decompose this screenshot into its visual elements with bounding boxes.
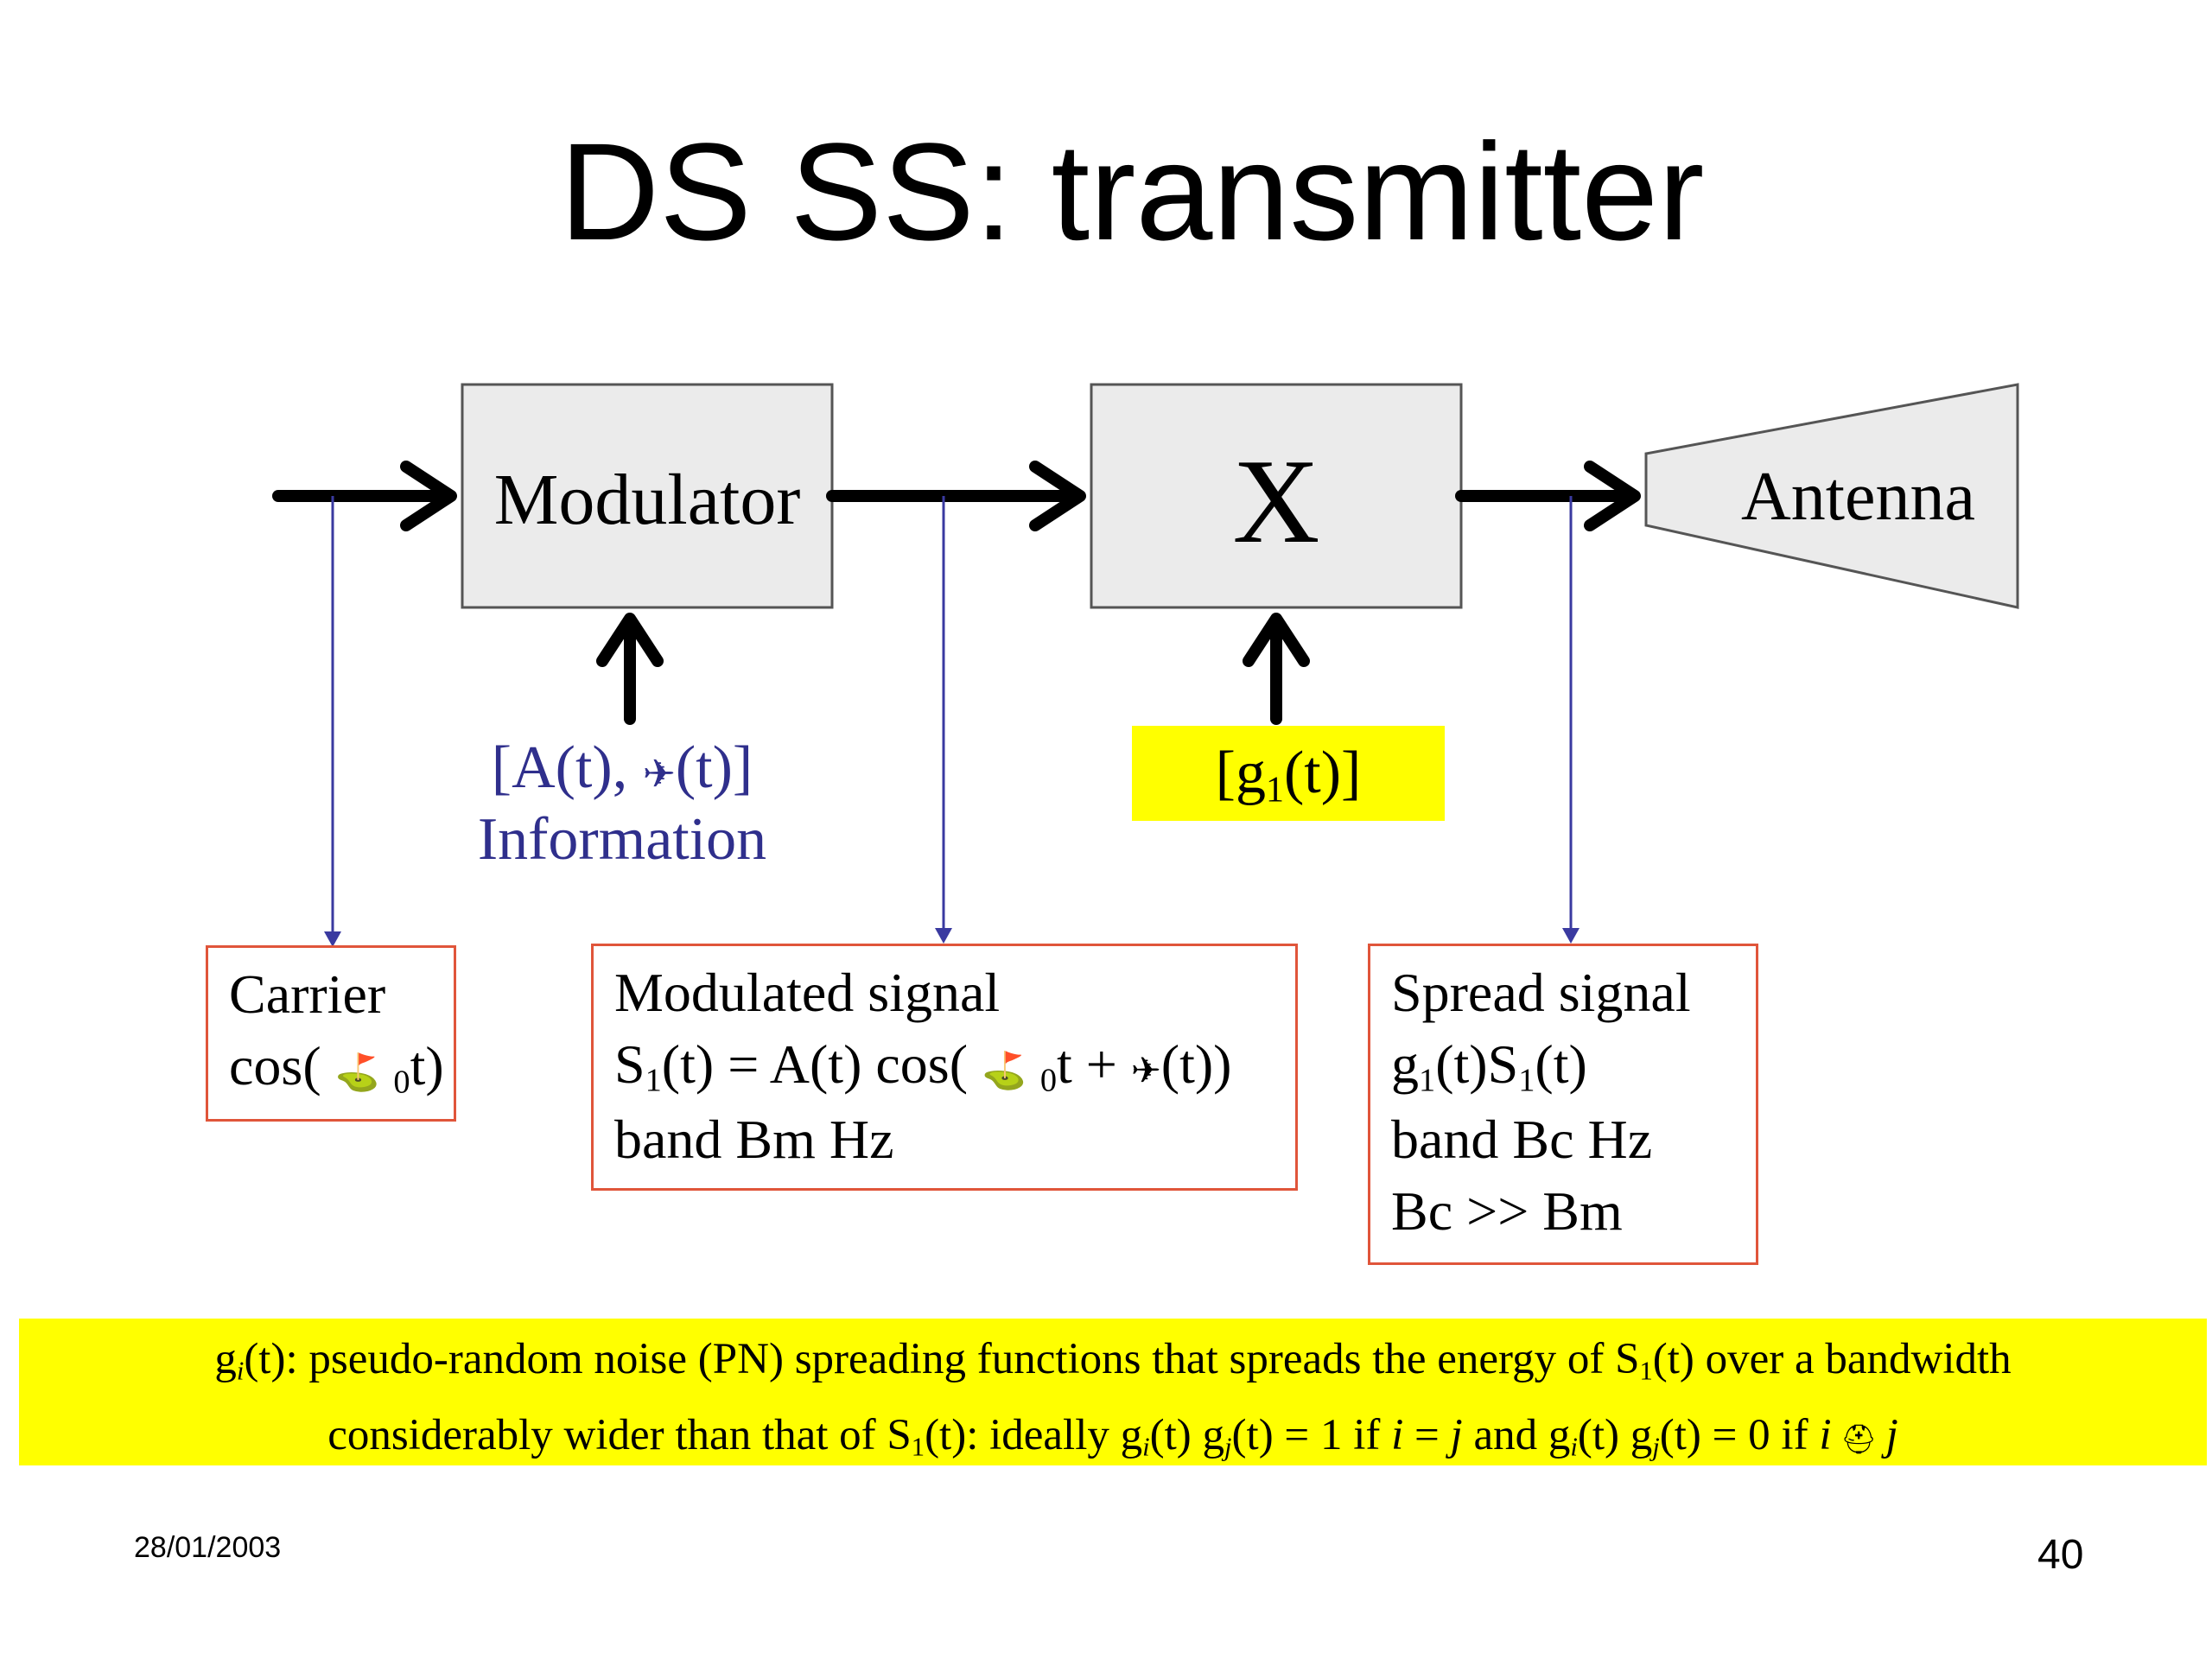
- not-equal-icon: ⛑: [1831, 1421, 1886, 1456]
- phi-icon: ✈: [642, 751, 676, 797]
- spread-comparison: Bc >> Bm: [1391, 1179, 1623, 1242]
- phi-icon: ✈: [1130, 1049, 1161, 1092]
- multiplier-output-arrow-head: [1584, 461, 1641, 531]
- information-line-2: Information: [477, 805, 767, 873]
- omega-icon: ⛳: [334, 1051, 380, 1094]
- slide-number: 40: [2037, 1532, 2084, 1578]
- modulator-output-arrow-head: [1029, 461, 1086, 531]
- information-label: [A(t), ✈(t)] Information: [436, 733, 808, 875]
- multiplier-label: X: [1232, 435, 1320, 569]
- input-arrow-head: [400, 461, 457, 531]
- pn-definition-note: gi(t): pseudo-random noise (PN) spreadin…: [19, 1319, 2207, 1465]
- spread-formula: g1(t)S1(t): [1391, 1033, 1587, 1099]
- modulator-block: [461, 383, 834, 609]
- antenna-block: [1644, 383, 2019, 609]
- slide-title: DS SS: transmitter: [559, 114, 1705, 269]
- modulated-band: band Bm Hz: [614, 1108, 894, 1170]
- spread-band: band Bc Hz: [1391, 1108, 1653, 1170]
- note-line-2: considerably wider than that of S1(t): i…: [327, 1410, 1898, 1462]
- spread-title: Spread signal: [1391, 962, 1691, 1023]
- note-line-1: gi(t): pseudo-random noise (PN) spreadin…: [214, 1335, 2012, 1386]
- modulator-label: Modulator: [493, 460, 801, 540]
- code-arrow-head: [1243, 613, 1310, 667]
- tap-lines: [324, 496, 1580, 947]
- spread-tap-head: [1562, 928, 1580, 944]
- carrier-box: Carrier cos( ⛳ 0t): [206, 945, 456, 1122]
- carrier-title: Carrier: [229, 963, 386, 1025]
- information-arrow-head: [596, 613, 664, 667]
- modulated-signal-box: Modulated signal S1(t) = A(t) cos( ⛳ 0t …: [591, 944, 1298, 1191]
- carrier-formula: cos( ⛳ 0t): [229, 1035, 444, 1101]
- information-line-1: [A(t), ✈(t)]: [491, 734, 753, 801]
- multiplier-block: [1090, 383, 1463, 609]
- omega-icon: ⛳: [982, 1049, 1027, 1092]
- slide-date: 28/01/2003: [134, 1531, 282, 1564]
- modulated-tap-head: [935, 928, 952, 944]
- signal-arrows: [272, 461, 1641, 725]
- antenna-label: Antenna: [1741, 459, 1976, 535]
- pn-code-label: [g1(t)]: [1132, 726, 1445, 821]
- carrier-tap-head: [324, 931, 341, 947]
- modulated-formula: S1(t) = A(t) cos( ⛳ 0t + ✈(t)): [614, 1033, 1232, 1099]
- spread-signal-box: Spread signal g1(t)S1(t) band Bc Hz Bc >…: [1368, 944, 1758, 1265]
- modulated-title: Modulated signal: [614, 962, 1001, 1023]
